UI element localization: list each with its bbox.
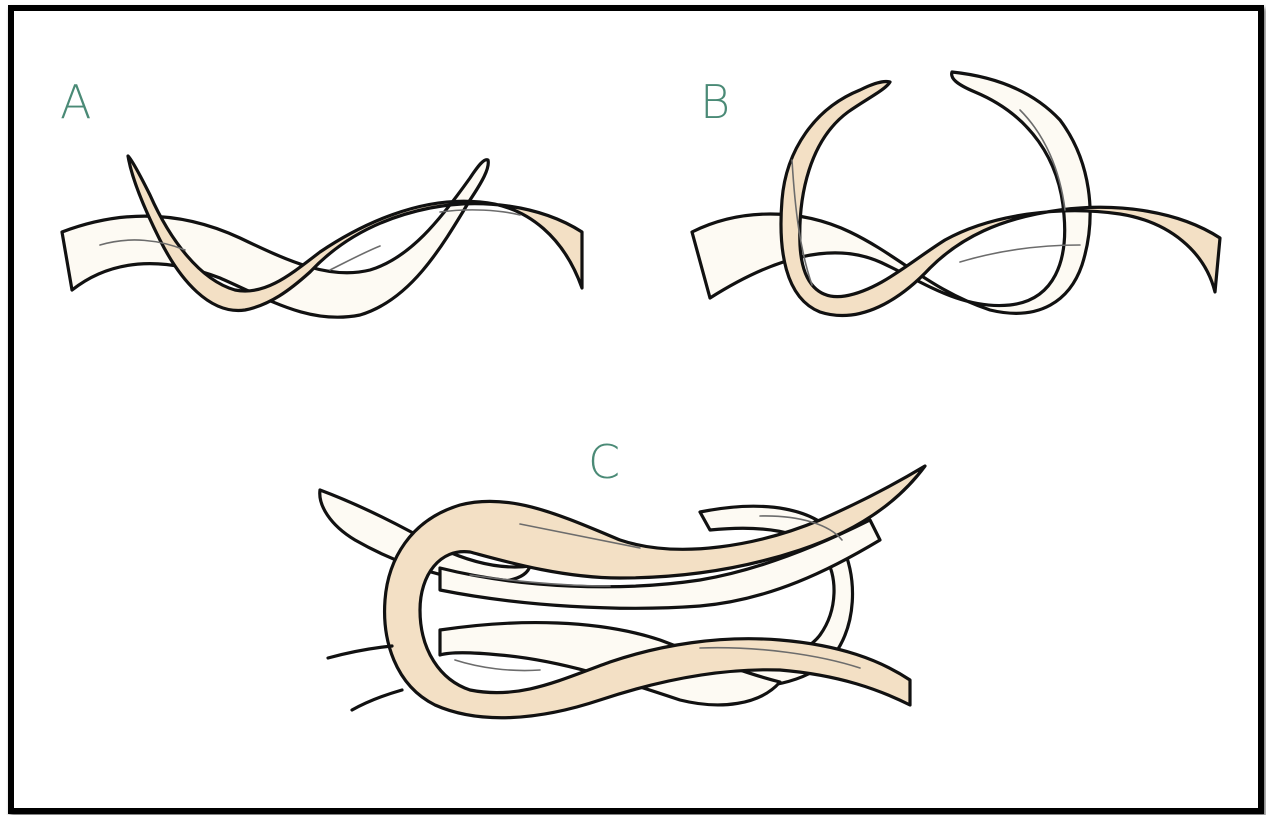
- panel-c: C: [318, 435, 927, 720]
- panel-c-left-strand-lower: [350, 688, 404, 712]
- panel-a-rope-left: [60, 158, 490, 319]
- panel-b: B: [690, 70, 1222, 318]
- panel-a-rope-right: [126, 154, 584, 313]
- panel-a: A: [60, 75, 584, 319]
- panel-b-label: B: [700, 75, 730, 129]
- panel-c-tan-strand: [382, 464, 927, 720]
- panel-c-left-strand-upper: [326, 644, 394, 660]
- panel-c-label: C: [588, 435, 620, 489]
- panel-a-label: A: [60, 75, 91, 129]
- panel-b-rope-right: [779, 79, 1222, 318]
